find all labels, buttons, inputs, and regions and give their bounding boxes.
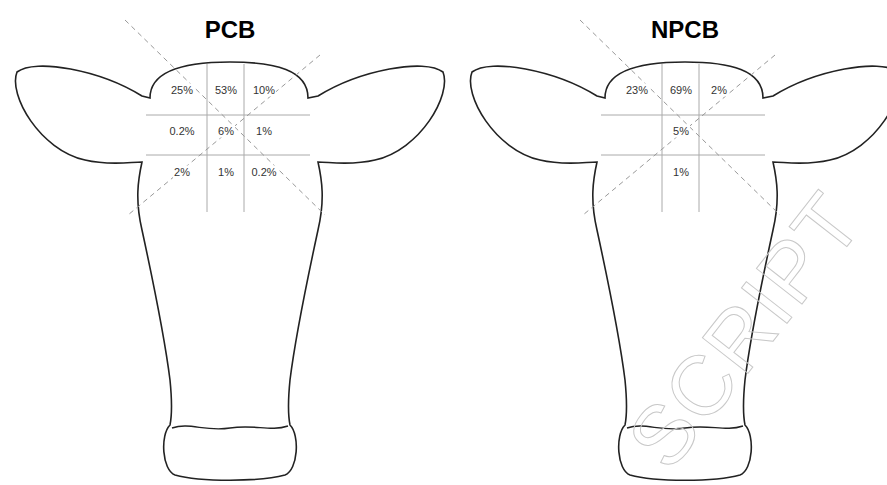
percent-label: 1%: [217, 166, 235, 179]
percent-label: 5%: [672, 125, 690, 138]
percent-label: 69%: [669, 84, 693, 97]
percent-label: 53%: [214, 84, 238, 97]
watermark: SCRIPT: [612, 177, 878, 484]
percent-label: 10%: [252, 84, 276, 97]
percent-label: 23%: [625, 84, 649, 97]
percent-label: 6%: [217, 125, 235, 138]
percent-label: 1%: [255, 125, 273, 138]
percent-label: 2%: [710, 84, 728, 97]
percent-label: 25%: [170, 84, 194, 97]
percent-label: 2%: [173, 166, 191, 179]
panel-title: PCB: [204, 17, 257, 43]
percent-label: 0.2%: [168, 125, 195, 138]
percent-label: 0.2%: [250, 166, 277, 179]
percent-label: 1%: [672, 166, 690, 179]
panel-title: NPCB: [650, 17, 720, 43]
